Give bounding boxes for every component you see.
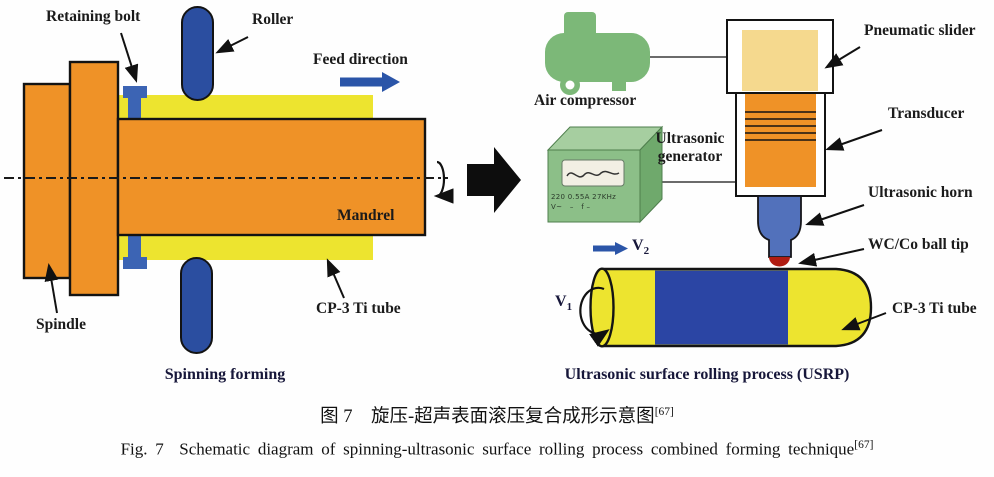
generator-display	[561, 159, 625, 187]
retaining-bolt-bottom	[123, 235, 147, 269]
waveform-icon	[566, 170, 620, 178]
spindle-body	[22, 82, 72, 280]
mandrel-rotation-arrow	[433, 160, 454, 204]
spindle-pointer	[44, 263, 59, 314]
spindle-label: Spindle	[36, 316, 86, 333]
roller-top	[181, 6, 214, 101]
roller-pointer	[215, 36, 249, 54]
usrp-diagram	[545, 12, 887, 348]
spinning-forming-diagram	[4, 6, 454, 354]
feed-direction-label: Feed direction	[313, 51, 408, 68]
pneumatic-slider-label: Pneumatic slider	[864, 22, 976, 39]
v1-sub: 1	[566, 301, 573, 314]
rolled-surface	[655, 270, 788, 345]
caption-english: Fig. 7 Schematic diagram of spinning-ult…	[0, 439, 994, 460]
retaining-bolt-pointer	[120, 32, 139, 83]
caption-english-text: Fig. 7 Schematic diagram of spinning-ult…	[120, 439, 855, 459]
ti-tube-pointer-left	[326, 258, 345, 299]
ti-tube-pointer-right	[841, 312, 887, 331]
ultrasonic-horn-shape	[757, 195, 802, 258]
spinning-forming-title: Spinning forming	[164, 366, 286, 383]
roller-bottom	[180, 257, 213, 354]
v1-label: V1	[555, 293, 572, 314]
caption-chinese: 图 7 旋压-超声表面滚压复合成形示意图[67]	[0, 402, 994, 428]
ti-tube-label-right: CP-3 Ti tube	[892, 300, 977, 317]
ball-tip-pointer	[798, 248, 865, 267]
v2-sub: 2	[643, 245, 650, 258]
retaining-bolt-top	[123, 86, 147, 120]
ultrasonic-horn-pointer	[805, 204, 865, 226]
caption-chinese-ref: [67]	[654, 405, 674, 418]
ti-tube-label-left: CP-3 Ti tube	[316, 300, 401, 317]
generator-readout-line1: 220 0.55A 27KHz	[551, 193, 617, 201]
caption-english-ref: [67]	[854, 439, 874, 451]
ultrasonic-generator-label: Ultrasonic generator	[655, 130, 725, 165]
v1-base: V	[555, 293, 567, 310]
ultrasonic-generator-icon	[546, 125, 664, 224]
v2-label: V2	[632, 237, 649, 258]
roller-label: Roller	[252, 11, 294, 28]
usrp-title: Ultrasonic surface rolling process (USRP…	[564, 366, 850, 383]
pneumatic-slider-pointer	[824, 46, 861, 69]
diagram-canvas	[4, 6, 887, 354]
feed-direction-arrow	[340, 72, 400, 92]
generator-readout-line2: V~ – f –	[551, 203, 591, 211]
pneumatic-slider-block	[742, 30, 818, 91]
retaining-bolt-label: Retaining bolt	[46, 8, 141, 25]
air-compressor-icon	[545, 12, 650, 95]
v2-base: V	[632, 237, 644, 254]
ball-tip-shape	[769, 257, 790, 267]
transducer-label: Transducer	[888, 105, 965, 122]
transducer-rings	[745, 111, 816, 141]
ball-tip-label: WC/Co ball tip	[868, 236, 969, 253]
transducer-pointer	[825, 129, 883, 151]
ti-tube-upper	[118, 95, 373, 119]
v1-rotation-arrow	[579, 286, 610, 347]
caption-chinese-text: 图 7 旋压-超声表面滚压复合成形示意图	[320, 407, 655, 427]
v2-arrow	[593, 242, 628, 255]
tube-end-cap	[589, 267, 615, 348]
ti-tube-lower	[118, 235, 373, 260]
ultrasonic-horn-label: Ultrasonic horn	[868, 184, 973, 201]
process-flow-arrow	[467, 147, 521, 213]
mandrel-label: Mandrel	[337, 207, 395, 224]
air-compressor-label: Air compressor	[534, 92, 637, 109]
